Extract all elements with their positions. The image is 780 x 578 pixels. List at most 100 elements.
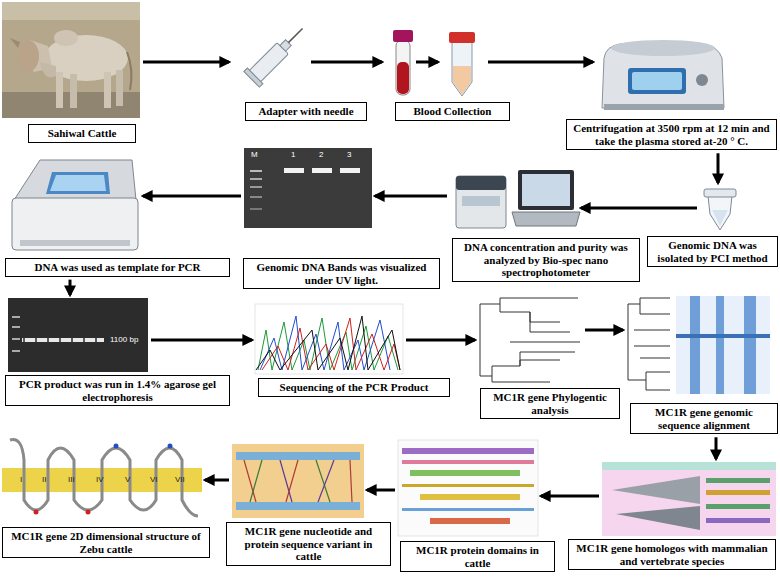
figure-label: VII bbox=[175, 476, 185, 484]
cattle-photo-part bbox=[54, 30, 78, 46]
step-caption: DNA concentration and purity was analyze… bbox=[457, 241, 635, 279]
step-caption: DNA was used as template for PCR bbox=[10, 261, 225, 274]
flow-arrow bbox=[367, 489, 395, 492]
blood-tubes-part bbox=[449, 32, 475, 43]
gel-image-part bbox=[244, 148, 372, 228]
cattle-photo-part bbox=[104, 72, 111, 108]
variant-map-part bbox=[316, 460, 330, 502]
step-caption: Blood Collection bbox=[400, 105, 505, 118]
chromatogram-part bbox=[255, 304, 403, 374]
pcr-machine bbox=[12, 160, 138, 250]
blood-tubes-part bbox=[453, 66, 471, 95]
pcr-gel-image-part bbox=[47, 338, 49, 342]
flow-arrow bbox=[375, 195, 447, 198]
gel-image-part bbox=[250, 208, 262, 210]
sequence-alignment-part bbox=[628, 340, 670, 380]
sequence-alignment-part bbox=[634, 346, 670, 347]
spectrophotometer-part bbox=[456, 176, 506, 190]
figure-label: VI bbox=[150, 476, 158, 484]
microtube bbox=[704, 189, 736, 230]
step-caption: MC1R gene nucleotide and protein sequenc… bbox=[231, 525, 386, 563]
step-caption: MC1R gene homologos with mammalian and v… bbox=[573, 542, 771, 567]
blood-tubes-part bbox=[396, 40, 410, 95]
sequence-alignment-part bbox=[628, 298, 670, 340]
caption-box: Genomic DNA Bands was visualized under U… bbox=[243, 258, 440, 289]
centrifuge-part bbox=[604, 104, 724, 110]
protein-domain-map-part bbox=[420, 494, 520, 500]
flow-arrow bbox=[541, 495, 599, 498]
homolog-tree-part bbox=[602, 462, 776, 470]
caption-box: Adapter with needle bbox=[245, 102, 367, 121]
needle-adapter-part bbox=[288, 28, 302, 42]
pcr-gel-image-part bbox=[35, 338, 37, 342]
spectrophotometer-part bbox=[456, 176, 506, 228]
cattle-photo-part bbox=[70, 74, 77, 108]
flow-arrow bbox=[715, 437, 718, 459]
centrifuge bbox=[602, 40, 724, 110]
membrane-topology-part bbox=[114, 444, 119, 449]
centrifuge-part bbox=[611, 40, 715, 56]
sequence-alignment-part bbox=[640, 358, 670, 359]
homolog-tree-part bbox=[706, 478, 770, 483]
pcr-machine-part bbox=[20, 240, 130, 246]
step-panel: Genomic DNA was isolated by PCI method bbox=[700, 186, 740, 232]
caption-box: Genomic DNA was isolated by PCI method bbox=[647, 236, 778, 267]
gel-image bbox=[244, 148, 372, 228]
pcr-machine-part bbox=[14, 160, 136, 200]
pcr-gel-image-part bbox=[8, 298, 148, 372]
gel-image-part bbox=[250, 186, 262, 188]
variant-map bbox=[232, 444, 364, 518]
homolog-tree-part bbox=[706, 490, 770, 495]
sequence-alignment-part bbox=[634, 330, 670, 331]
phylogenetic-tree-part bbox=[530, 312, 560, 322]
caption-box: MC1R gene genomic sequence alignment bbox=[630, 403, 778, 434]
flow-arrow bbox=[143, 195, 241, 198]
pcr-gel-image-part bbox=[83, 338, 85, 342]
step-panel: PCR product was run in 1.4% agarose gel … bbox=[8, 298, 148, 372]
pcr-gel-image-part bbox=[12, 338, 20, 340]
caption-box: Sahiwal Cattle bbox=[28, 124, 136, 143]
phylogenetic-tree-part bbox=[500, 304, 530, 312]
protein-domain-map-part bbox=[430, 518, 510, 524]
phylogenetic-tree-part bbox=[510, 342, 580, 343]
needle-adapter-part bbox=[244, 68, 263, 87]
gel-image-part bbox=[250, 178, 262, 180]
sequence-alignment-part bbox=[744, 296, 756, 394]
phylogenetic-tree-part bbox=[480, 340, 492, 376]
chromatogram bbox=[255, 304, 403, 374]
phylogenetic-tree-part bbox=[480, 304, 500, 340]
caption-box: MC1R protein domains in cattle bbox=[400, 541, 555, 572]
variant-map-part bbox=[244, 460, 256, 502]
blood-tubes-part bbox=[452, 42, 472, 96]
protein-domain-map bbox=[398, 440, 538, 536]
pcr-gel-image-part bbox=[71, 338, 73, 342]
sequence-alignment-part bbox=[676, 296, 770, 394]
flow-arrow bbox=[143, 61, 229, 64]
cattle-photo-part bbox=[17, 40, 39, 72]
pcr-gel-image-part bbox=[12, 326, 20, 328]
step-panel: MC1R gene homologos with mammalian and v… bbox=[602, 462, 776, 536]
chromatogram-part bbox=[258, 318, 398, 370]
homolog-tree-part bbox=[616, 506, 700, 530]
phylogenetic-tree-part bbox=[500, 298, 540, 304]
needle-adapter-part bbox=[244, 21, 310, 87]
caption-box: DNA was used as template for PCR bbox=[5, 258, 230, 277]
pcr-machine-part bbox=[50, 175, 106, 191]
gel-image-part bbox=[340, 168, 360, 173]
variant-map-part bbox=[286, 460, 298, 502]
membrane-topology-part bbox=[34, 510, 39, 515]
variant-map-part bbox=[236, 502, 360, 510]
step-panel: Sahiwal Cattle bbox=[2, 2, 140, 118]
cattle-photo-part bbox=[127, 52, 131, 90]
cattle-photo-part bbox=[2, 2, 140, 20]
caption-box: Blood Collection bbox=[395, 102, 510, 121]
centrifuge-part bbox=[628, 68, 686, 94]
protein-domain-map-part bbox=[398, 440, 538, 536]
step-panel: Blood Collection bbox=[385, 28, 485, 98]
spectrophotometer-part bbox=[462, 196, 500, 206]
blood-tubes-part bbox=[397, 62, 409, 94]
pcr-gel-image-part bbox=[59, 338, 61, 342]
cattle-photo-part bbox=[116, 70, 123, 106]
flow-arrow bbox=[717, 153, 720, 183]
